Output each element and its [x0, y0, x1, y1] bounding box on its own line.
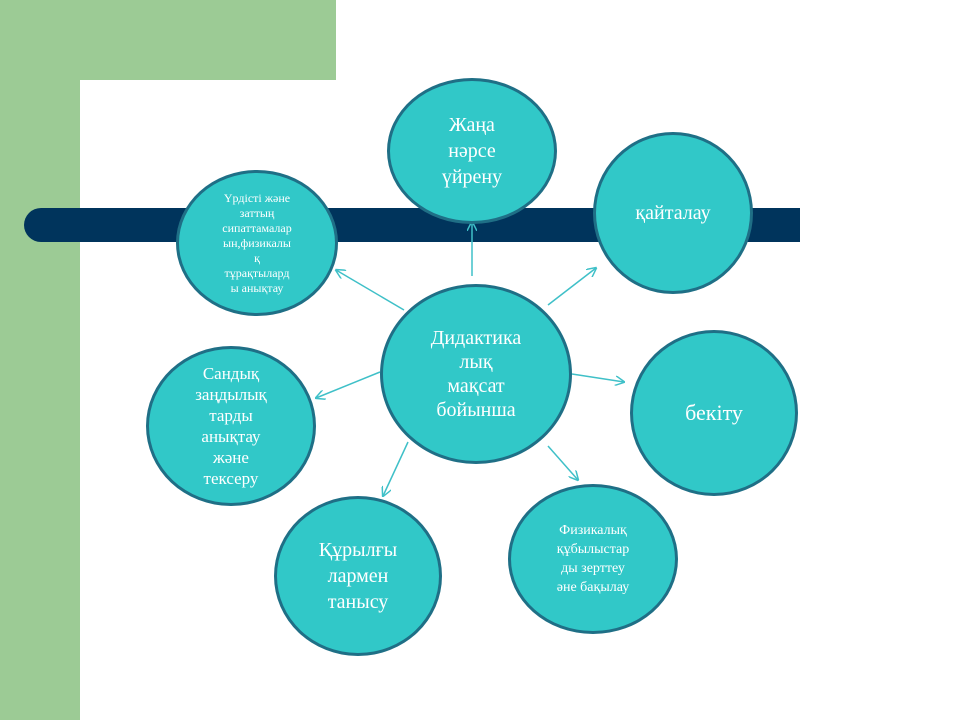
arrow-to-quantitative-laws: [316, 371, 381, 398]
slide-corner: [80, 80, 140, 140]
node-devices-label: Құрылғы лармен танысу: [318, 539, 398, 613]
node-physical-phenomena-label: Физикалық құбылыстар ды зерттеу әне бақы…: [556, 523, 630, 595]
arrow-to-repetition: [547, 268, 596, 306]
node-repetition: қайталау: [593, 132, 753, 294]
node-quantitative-laws: Сандық заңдылық тарды анықтау және тексе…: [146, 346, 316, 506]
node-quantitative-laws-label: Сандық заңдылық тарды анықтау және тексе…: [195, 364, 267, 488]
node-consolidation: бекіту: [630, 330, 798, 496]
node-process-description: Үрдісті және заттың сипаттамалар ын,физи…: [176, 170, 338, 316]
node-new-learning-label: Жаңа нәрсе үйрену: [441, 114, 503, 188]
node-physical-phenomena: Физикалық құбылыстар ды зерттеу әне бақы…: [508, 484, 678, 634]
node-consolidation-label: бекіту: [685, 400, 743, 425]
node-process-description-label: Үрдісті және заттың сипаттамалар ын,физи…: [222, 190, 292, 295]
arrow-to-physical-phenomena: [547, 445, 578, 480]
arrow-to-process-description: [336, 270, 405, 311]
center-node: Дидактика лық мақсат бойынша: [380, 284, 572, 464]
node-devices: Құрылғы лармен танысу: [274, 496, 442, 656]
arrow-to-devices: [383, 441, 409, 496]
center-node-label: Дидактика лық мақсат бойынша: [430, 327, 522, 421]
node-new-learning: Жаңа нәрсе үйрену: [387, 78, 557, 224]
node-repetition-label: қайталау: [635, 202, 711, 224]
green-frame-left: [0, 0, 80, 720]
arrow-to-consolidation: [571, 373, 624, 382]
